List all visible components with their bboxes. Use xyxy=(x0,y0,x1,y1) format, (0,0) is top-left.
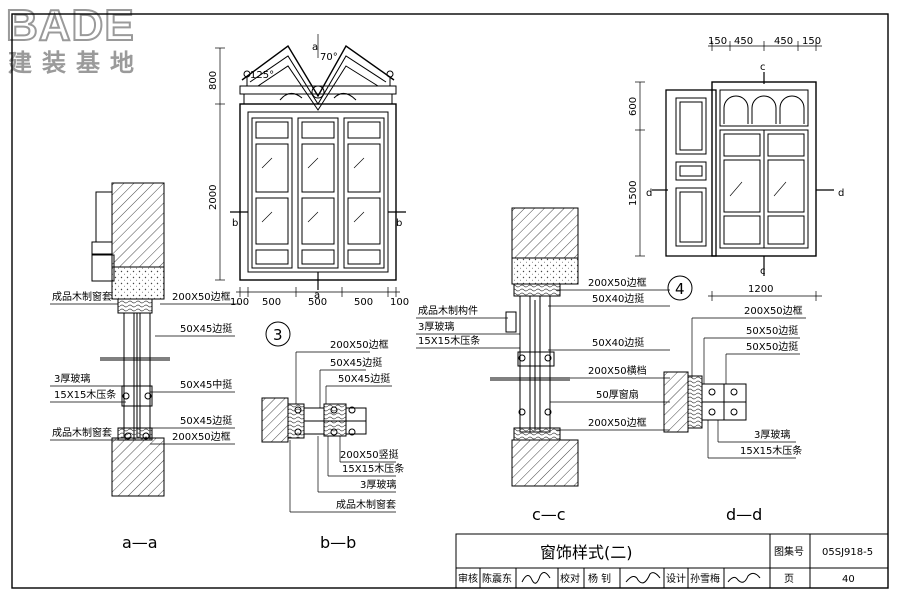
title-block xyxy=(455,533,889,589)
dim-h-top: 800 xyxy=(208,71,219,90)
bb-label: 200X50竖挺 xyxy=(340,448,399,461)
checker-name: 杨 钊 xyxy=(588,572,611,585)
section-mark-c: c xyxy=(760,266,766,277)
page-label: 页 xyxy=(784,573,794,585)
dim-w: 100 xyxy=(230,297,249,308)
cc-label: 200X50边框 xyxy=(588,276,647,289)
dim-w: 100 xyxy=(390,297,409,308)
aa-label: 200X50边框 xyxy=(172,290,231,303)
view-label-cc: c—c xyxy=(532,505,566,524)
section-mark-b: b xyxy=(396,218,402,229)
dim-h-top: 600 xyxy=(628,97,639,116)
dim-w: 500 xyxy=(354,297,373,308)
cc-labels: 200X50边框 50X40边挺 成品木制构件 3厚玻璃 15X15木压条 50… xyxy=(418,276,647,429)
cc-label: 3厚玻璃 xyxy=(418,320,454,333)
view-label-dd: d—d xyxy=(726,505,762,524)
cc-label: 50厚窗扇 xyxy=(596,388,639,401)
aa-label: 成品木制窗套 xyxy=(52,290,112,303)
section-dd xyxy=(663,371,747,433)
aa-labels: 成品木制窗套 200X50边框 50X45边挺 3厚玻璃 15X15木压条 50… xyxy=(52,290,232,443)
dim-w-top: 450 xyxy=(774,36,793,47)
bb-labels: 200X50边框 50X45边挺 50X45边挺 200X50竖挺 15X15木… xyxy=(330,338,404,511)
aa-label: 3厚玻璃 xyxy=(54,372,90,385)
cc-label: 50X40边挺 xyxy=(592,336,644,349)
view-number-4: 4 xyxy=(675,280,685,298)
cc-leaders xyxy=(416,289,670,431)
detail-number-4 xyxy=(667,275,693,301)
review-label: 审核 xyxy=(458,572,478,585)
elev4-dims: 150 450 450 150 c c d d 600 1500 1200 xyxy=(628,36,844,295)
page-number: 40 xyxy=(842,574,855,585)
detail-number-3 xyxy=(265,321,291,347)
dim-h-main: 2000 xyxy=(208,185,219,210)
dim-w-top: 450 xyxy=(734,36,753,47)
designer-name: 孙雪梅 xyxy=(690,572,720,585)
dd-label: 200X50边框 xyxy=(744,304,803,317)
angle-left: 125° xyxy=(250,70,274,81)
dd-label: 15X15木压条 xyxy=(740,444,802,457)
aa-label: 15X15木压条 xyxy=(54,388,116,401)
brand-subtitle: 建装基地 xyxy=(8,49,144,77)
section-mark-a: a xyxy=(314,290,320,301)
angle-top: 70° xyxy=(320,52,338,63)
section-mark-d: d xyxy=(838,188,844,199)
dim-h-main: 1500 xyxy=(628,181,639,206)
dim-w-bottom: 1200 xyxy=(748,284,773,295)
bb-label: 成品木制窗套 xyxy=(336,498,396,511)
aa-label: 50X45边挺 xyxy=(180,414,232,427)
section-mark-d: d xyxy=(646,188,652,199)
sheet-border xyxy=(11,13,889,589)
bb-label: 3厚玻璃 xyxy=(360,478,396,491)
cc-label: 15X15木压条 xyxy=(418,334,480,347)
elevation-3 xyxy=(215,34,406,297)
bb-label: 200X50边框 xyxy=(330,338,389,351)
dim-w: 500 xyxy=(262,297,281,308)
dim-w: 500 xyxy=(308,297,327,308)
drawing-title: 窗饰样式(二) xyxy=(540,543,633,562)
dd-leaders xyxy=(691,317,806,459)
section-cc xyxy=(490,207,579,487)
atlas-label: 图集号 xyxy=(774,545,804,558)
aa-label: 50X45中挺 xyxy=(180,378,232,391)
check-label: 校对 xyxy=(560,572,580,585)
bb-label: 50X45边挺 xyxy=(330,356,382,369)
cc-label: 200X50边框 xyxy=(588,416,647,429)
view-label-bb: b—b xyxy=(320,533,356,552)
dd-label: 50X50边挺 xyxy=(746,324,798,337)
dd-label: 3厚玻璃 xyxy=(754,428,790,441)
section-mark-b: b xyxy=(232,218,238,229)
atlas-number: 05SJ918-5 xyxy=(822,547,873,558)
view-number-3: 3 xyxy=(273,326,283,344)
design-label: 设计 xyxy=(666,572,686,585)
view-label-aa: a—a xyxy=(122,533,158,552)
brand-name: BADE xyxy=(5,1,135,50)
dd-labels: 200X50边框 50X50边挺 50X50边挺 3厚玻璃 15X15木压条 xyxy=(740,304,803,457)
bb-label: 50X45边挺 xyxy=(338,372,390,385)
aa-leaders xyxy=(50,303,240,445)
dim-w-top: 150 xyxy=(708,36,727,47)
aa-label: 200X50边框 xyxy=(172,430,231,443)
bb-leaders xyxy=(289,351,396,513)
aa-label: 成品木制窗套 xyxy=(52,426,112,439)
cc-label: 成品木制构件 xyxy=(418,304,478,317)
cc-label: 50X40边挺 xyxy=(592,292,644,305)
section-mark-a: a xyxy=(312,42,318,53)
elev3-dims: 70° 125° a a b b 800 2000 100 500 500 50… xyxy=(208,42,409,308)
aa-label: 50X45边挺 xyxy=(180,322,232,335)
dim-w-top: 150 xyxy=(802,36,821,47)
brand-logo: BADE 建装基地 xyxy=(5,1,166,84)
section-bb xyxy=(261,397,367,443)
bb-label: 15X15木压条 xyxy=(342,462,404,475)
dd-label: 50X50边挺 xyxy=(746,340,798,353)
reviewer-name: 陈震东 xyxy=(482,572,512,585)
section-aa xyxy=(91,182,170,497)
elevation-4 xyxy=(635,41,834,301)
cc-label: 200X50横档 xyxy=(588,364,647,377)
section-mark-c: c xyxy=(760,62,766,73)
